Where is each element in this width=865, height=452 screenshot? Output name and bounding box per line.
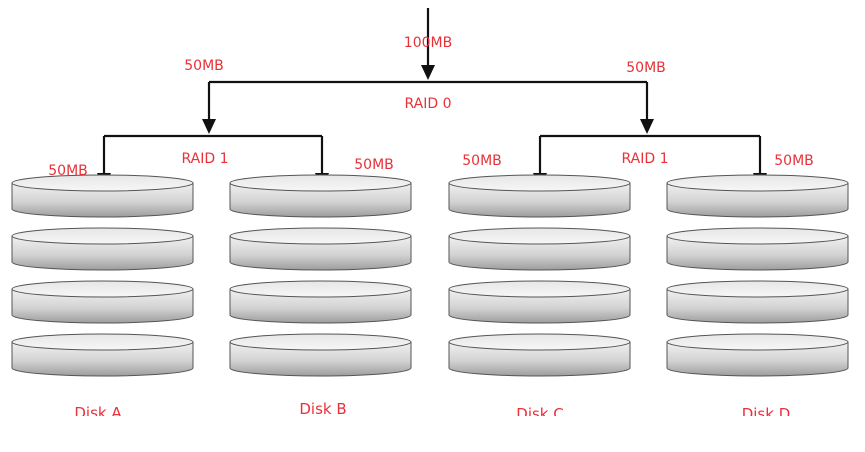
raid1-left-label: RAID 1 (181, 151, 228, 167)
disk-platter (448, 227, 631, 271)
disk-platter (229, 333, 412, 377)
arrow-head-top (421, 65, 435, 80)
disk-platter (448, 333, 631, 377)
arrowheads (97, 65, 767, 188)
disk-platter (666, 333, 849, 377)
disk-platter (11, 280, 194, 324)
raid0-label: RAID 0 (404, 96, 451, 112)
raid1-right-label: RAID 1 (621, 151, 668, 167)
disk-platter (448, 280, 631, 324)
disk-platter (666, 280, 849, 324)
disk-a-size-label: 50MB (48, 163, 88, 179)
disk-c-size-label: 50MB (462, 153, 502, 169)
disk-platter (229, 174, 412, 218)
raid0-right-size-label: 50MB (626, 60, 666, 76)
disk-b-stack (229, 174, 412, 377)
disk-platter (448, 174, 631, 218)
disk-platter (666, 227, 849, 271)
disk-c-stack (448, 174, 631, 377)
disk-platter (11, 174, 194, 218)
raid0-left-size-label: 50MB (184, 58, 224, 74)
disk-platter (11, 333, 194, 377)
disk-d-size-label: 50MB (774, 153, 814, 169)
connector-lines (102, 8, 762, 176)
disk-b-size-label: 50MB (354, 157, 394, 173)
arrow-head-raid0-right (640, 119, 654, 134)
bottom-crop (0, 416, 865, 452)
disk-platter (229, 227, 412, 271)
disk-stacks (11, 174, 849, 377)
disk-platter (666, 174, 849, 218)
disk-a-stack (11, 174, 194, 377)
disk-platter (11, 227, 194, 271)
top-size-label: 100MB (404, 35, 452, 51)
arrow-head-raid0-left (202, 119, 216, 134)
disk-platter (229, 280, 412, 324)
disk-d-stack (666, 174, 849, 377)
disk-b-label: Disk B (299, 400, 346, 418)
